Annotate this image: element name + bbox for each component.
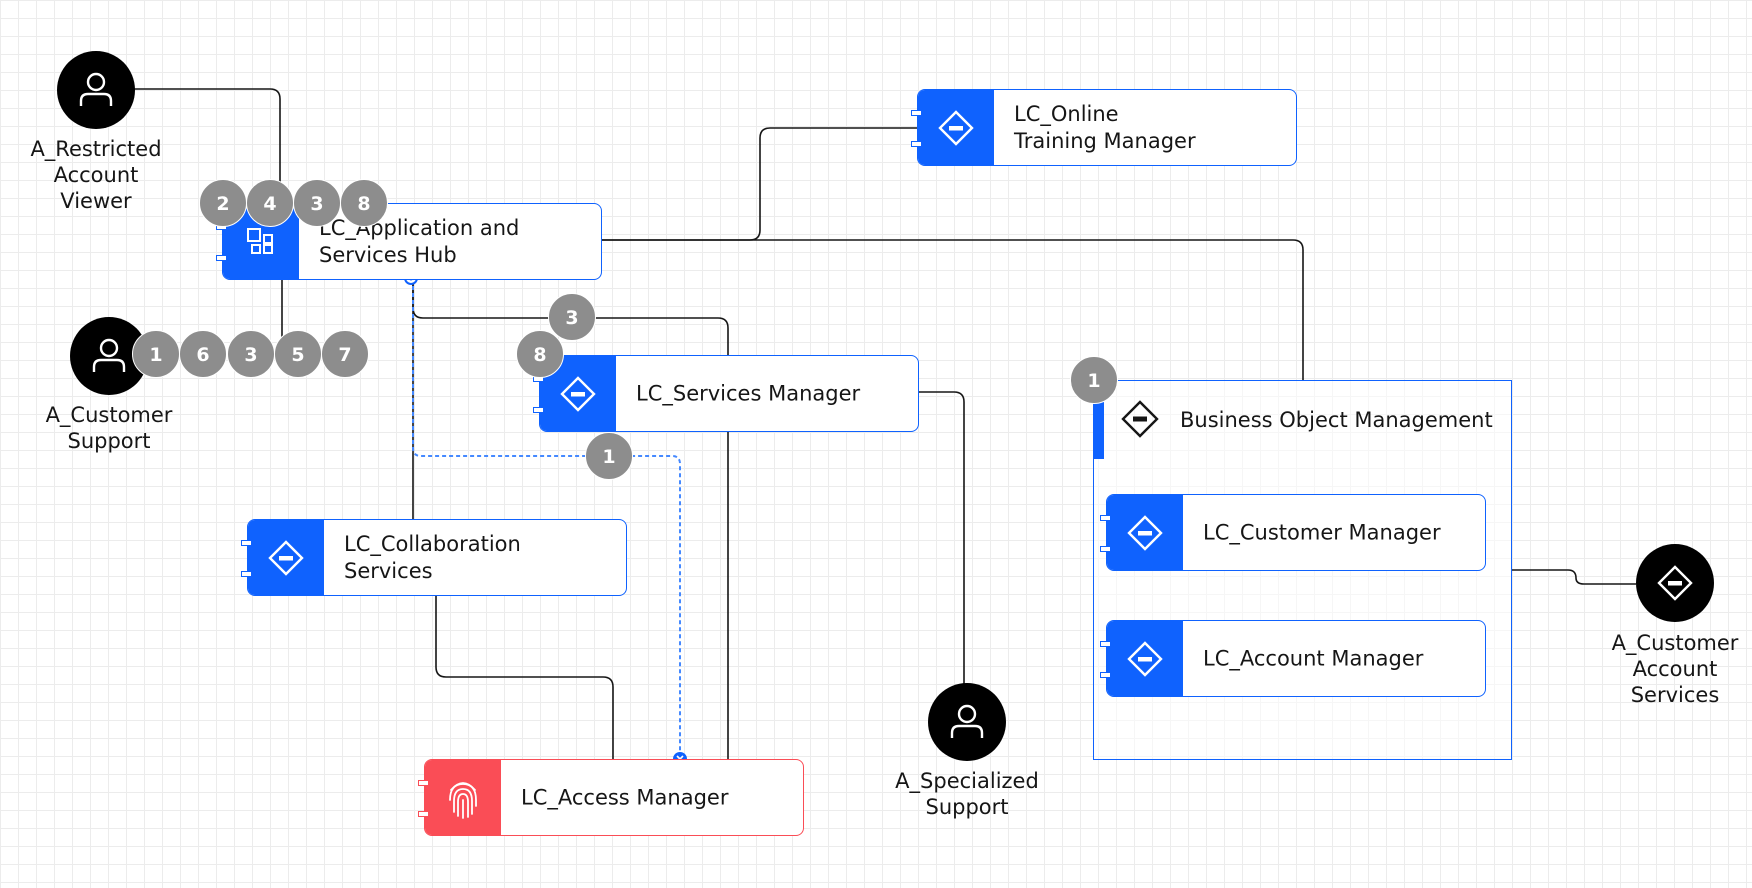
component-port[interactable]: [418, 811, 429, 817]
component-services-manager[interactable]: LC_Services Manager: [533, 355, 919, 432]
component-tile: [248, 520, 324, 595]
component-port[interactable]: [533, 407, 544, 413]
component-port[interactable]: [418, 780, 429, 786]
component-port[interactable]: [911, 141, 922, 147]
component-access-manager[interactable]: LC_Access Manager: [418, 759, 804, 836]
diamond-minus-icon: [1127, 515, 1163, 551]
component-label: LC_Access Manager: [521, 785, 729, 809]
actor-specialized-support[interactable]: [928, 683, 1006, 761]
component-label: LC_Account Manager: [1203, 646, 1424, 670]
connector-restricted-viewer-hub: [120, 88, 281, 203]
component-tile: [1107, 495, 1183, 570]
group-label: Business Object Management: [1180, 408, 1493, 432]
group-accent-bar: [1094, 399, 1104, 459]
actor-customer-account-services[interactable]: [1636, 544, 1714, 622]
connector-services-manager-specialized-support: [918, 391, 965, 684]
apps-grid-icon: [247, 228, 273, 254]
count-badge[interactable]: 8: [516, 330, 564, 378]
diamond-minus-icon: [268, 540, 304, 576]
component-port[interactable]: [241, 540, 252, 546]
actor-label-customer-account-services: A_Customer Account Services: [1611, 631, 1739, 707]
count-badge[interactable]: 1: [132, 330, 180, 378]
count-badge[interactable]: 1: [585, 432, 633, 480]
component-tile: [425, 760, 501, 835]
count-badge[interactable]: 4: [246, 179, 294, 227]
actor-restricted-viewer[interactable]: [57, 51, 135, 129]
component-port[interactable]: [1100, 641, 1111, 647]
person-icon: [79, 72, 113, 106]
component-label: LC_Online Training Manager: [1014, 101, 1196, 153]
actor-label-restricted-viewer: A_Restricted Account Viewer: [30, 137, 162, 213]
diamond-minus-icon: [1657, 565, 1693, 601]
count-badge[interactable]: 8: [340, 179, 388, 227]
connector-selected-hub-access-manager: [412, 279, 681, 759]
count-badge[interactable]: 6: [179, 330, 227, 378]
count-badge[interactable]: 3: [548, 293, 596, 341]
component-customer-manager[interactable]: LC_Customer Manager: [1100, 494, 1486, 571]
component-port[interactable]: [911, 110, 922, 116]
actor-label-customer-support: A_Customer Support: [45, 403, 173, 453]
diamond-minus-icon: [1127, 641, 1163, 677]
component-port[interactable]: [1100, 546, 1111, 552]
connector-collaboration-access-manager: [435, 596, 614, 761]
component-collaboration[interactable]: LC_Collaboration Services: [241, 519, 627, 596]
connector-hub-business-object-management: [601, 239, 1304, 380]
component-port[interactable]: [241, 571, 252, 577]
count-badge[interactable]: 2: [199, 179, 247, 227]
component-label: LC_Customer Manager: [1203, 520, 1441, 544]
connector-hub-online-training: [601, 127, 918, 241]
person-icon: [950, 704, 984, 738]
actor-label-specialized-support: A_Specialized Support: [895, 769, 1039, 819]
count-badge[interactable]: 5: [274, 330, 322, 378]
component-online-training[interactable]: LC_Online Training Manager: [911, 89, 1297, 166]
component-port[interactable]: [216, 255, 227, 261]
count-badge[interactable]: 3: [293, 179, 341, 227]
connector-bom-customer-account-services: [1512, 569, 1636, 585]
component-label: LC_Collaboration Services: [344, 531, 521, 583]
component-port[interactable]: [1100, 515, 1111, 521]
component-account-manager[interactable]: LC_Account Manager: [1100, 620, 1486, 697]
diamond-minus-icon: [560, 376, 596, 412]
fingerprint-icon: [449, 782, 477, 819]
count-badge[interactable]: 7: [321, 330, 369, 378]
diamond-minus-icon: [1121, 400, 1159, 438]
count-badge[interactable]: 3: [227, 330, 275, 378]
component-label: LC_Services Manager: [636, 381, 861, 405]
person-icon: [92, 338, 126, 372]
component-tile: [918, 90, 994, 165]
component-tile: [1107, 621, 1183, 696]
count-badge[interactable]: 1: [1070, 356, 1118, 404]
component-port[interactable]: [1100, 672, 1111, 678]
diamond-minus-icon: [938, 110, 974, 146]
